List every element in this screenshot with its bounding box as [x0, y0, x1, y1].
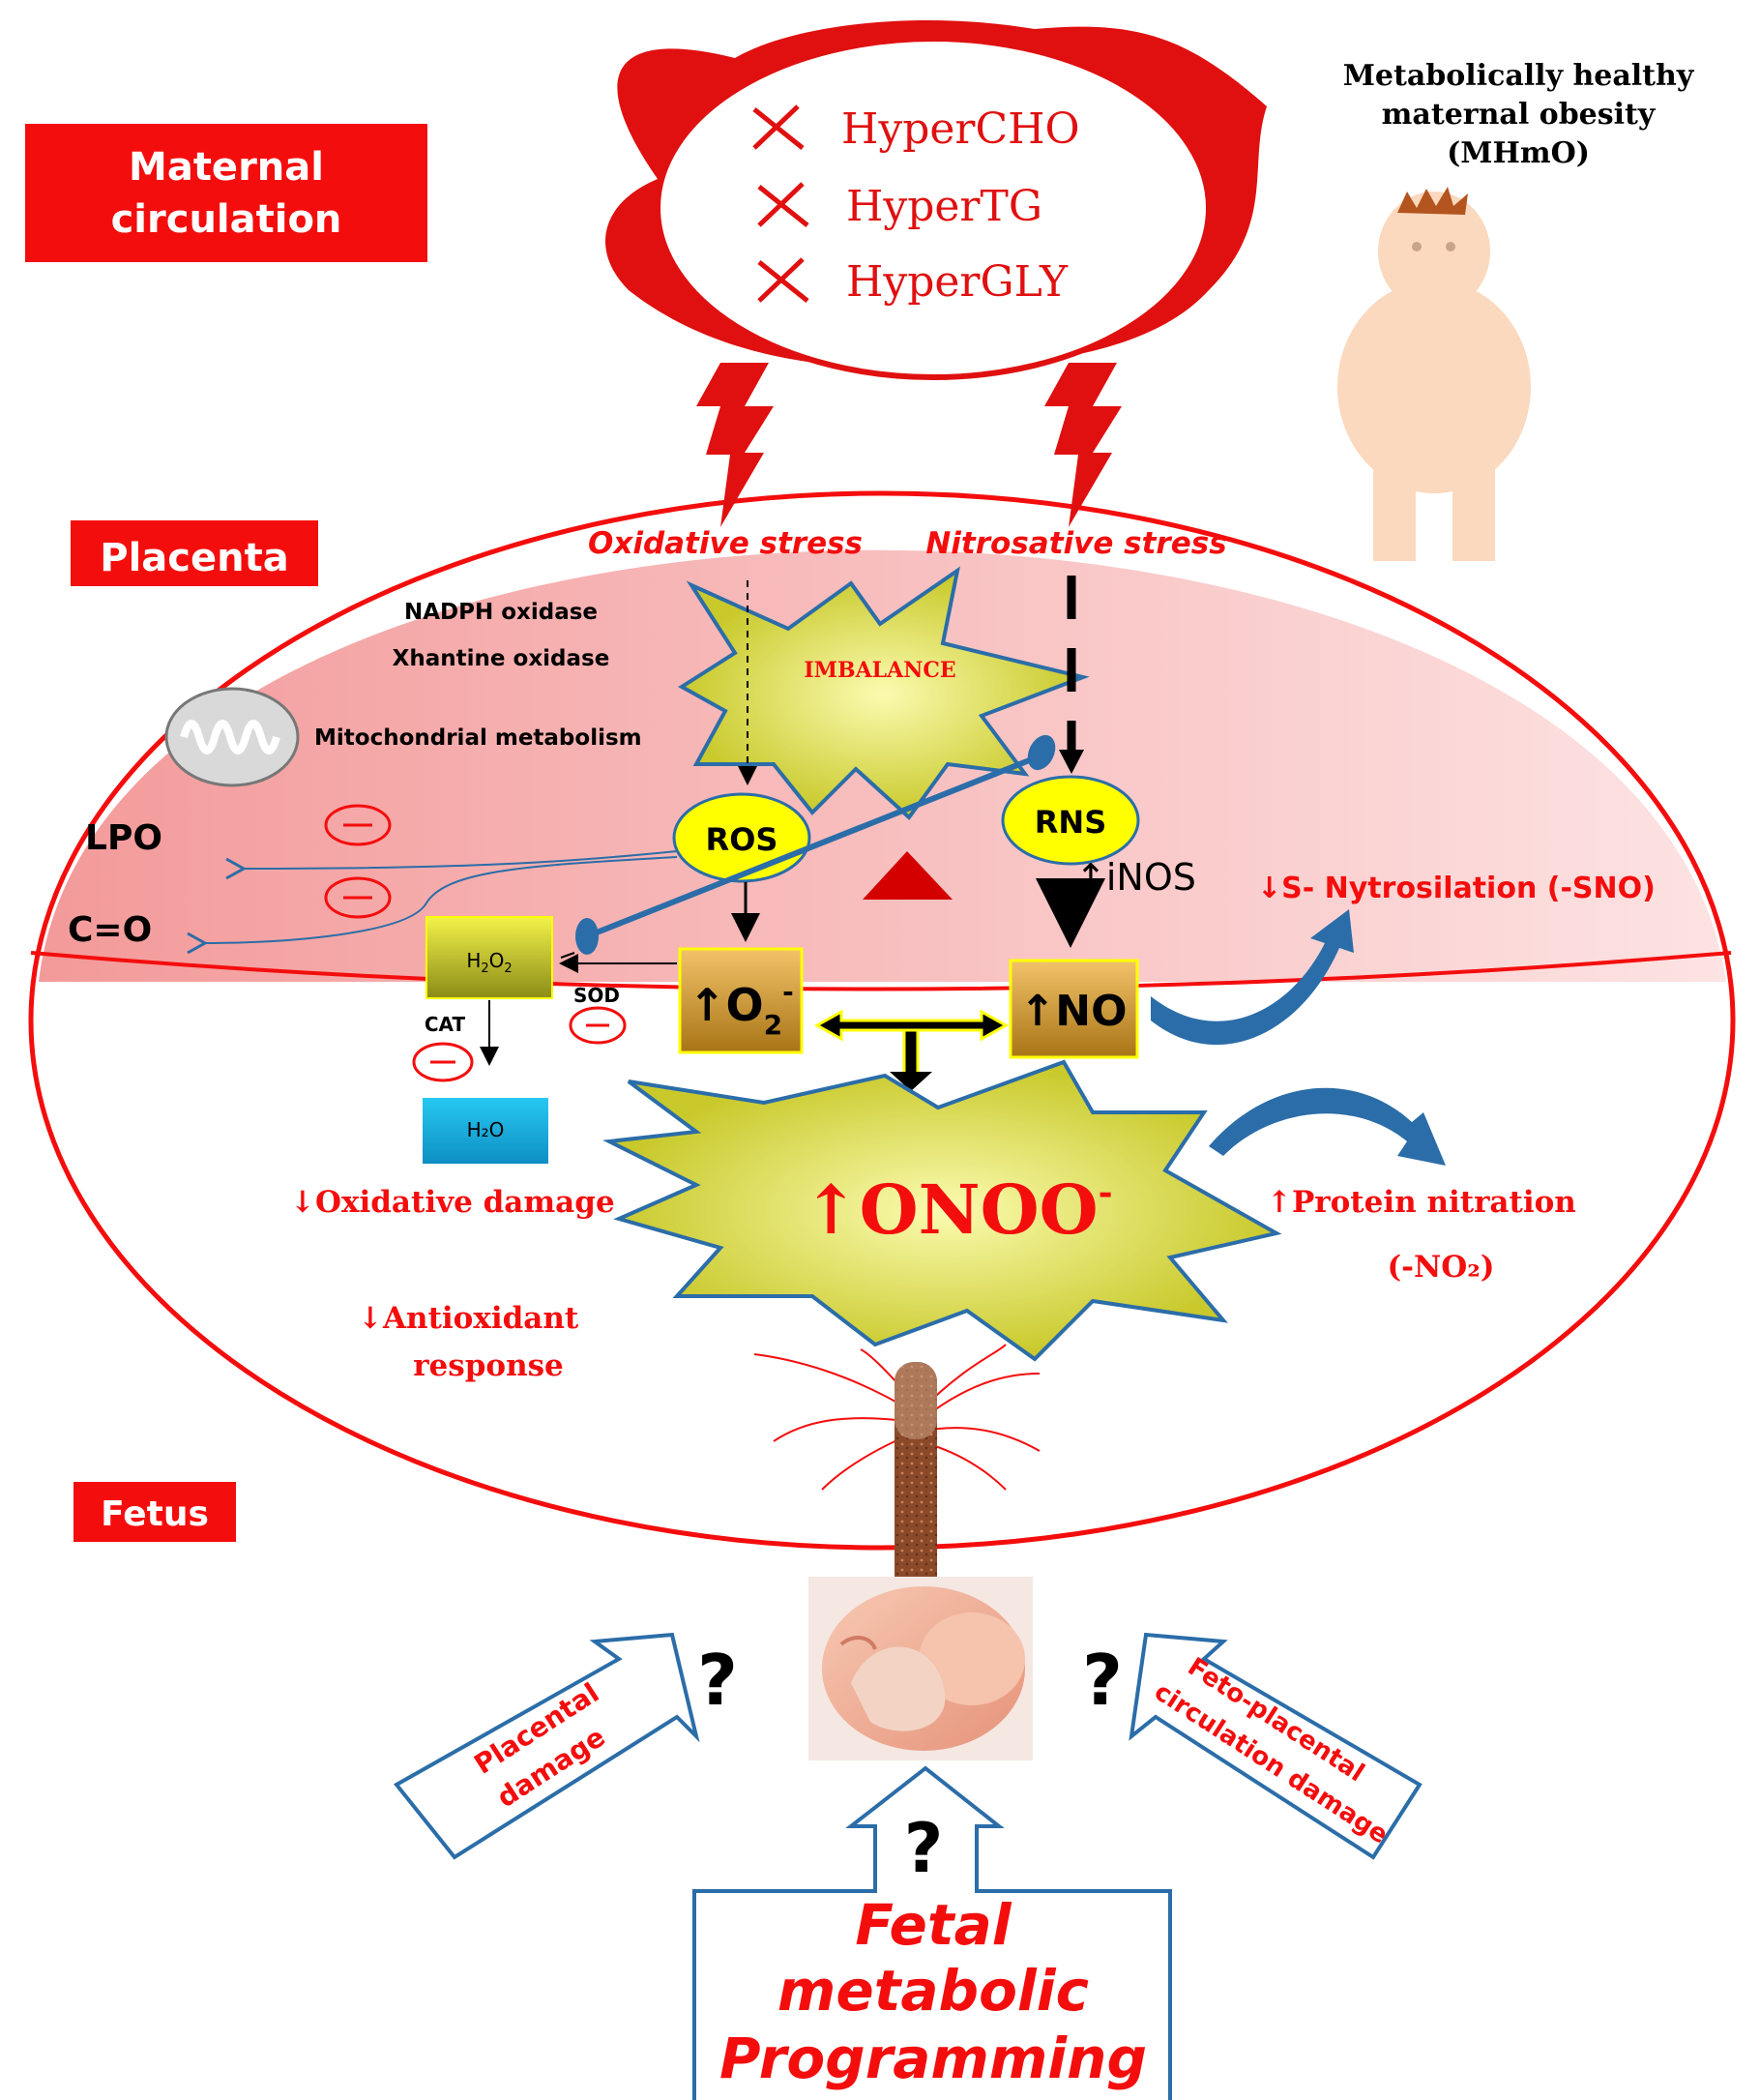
sod-inhibition-line — [585, 753, 1043, 939]
imbalance-star: IMBALANCE — [678, 566, 1090, 820]
svg-text:Fetus: Fetus — [101, 1494, 209, 1534]
cross-icon — [757, 182, 809, 227]
svg-text:H2O2: H2O2 — [466, 949, 512, 976]
minus-circle-icon — [324, 804, 392, 846]
peroxynitrite-star: ↑ONOO- — [602, 1059, 1282, 1362]
svg-text:↑ONOO-: ↑ONOO- — [803, 1169, 1113, 1250]
protein-nitration-sublabel: (-NO₂) — [1387, 1250, 1494, 1285]
ros-to-lpo-arrow — [242, 850, 678, 869]
fetal-programming-line3: Programming — [719, 2026, 1147, 2091]
svg-text:↑NO: ↑NO — [1019, 987, 1127, 1036]
maternal-circulation-label: Maternal circulation — [25, 124, 427, 262]
antioxidant-response-line1: ↓Antioxidant — [358, 1301, 579, 1336]
onoo-to-protein-nitration-arrow — [1209, 1087, 1446, 1166]
condition-label: HyperCHO — [841, 104, 1080, 154]
h2o2-box: H2O2 — [425, 916, 553, 999]
condition-label: HyperTG — [846, 182, 1042, 231]
mhmo-label-line3: (MHmO) — [1447, 136, 1590, 170]
fetal-programming-line1: Fetal — [855, 1892, 1012, 1958]
lightning-bolt-left-icon — [696, 363, 774, 527]
placenta-membrane-line — [30, 951, 1732, 991]
superoxide-box: ↑O2- — [678, 947, 804, 1054]
maternal-circulation-line1: Maternal — [129, 145, 324, 190]
ros-node: ROS — [672, 792, 811, 883]
source-nadph-oxidase: NADPH oxidase — [404, 600, 598, 625]
fetoplacental-damage-arrow: Feto-placental circulation damage — [1129, 1632, 1423, 1860]
lpo-label: LPO — [85, 818, 162, 858]
mitochondrion-icon — [164, 687, 300, 787]
svg-text:↑O2-: ↑O2- — [689, 976, 794, 1041]
mhmo-label-line2: maternal obesity — [1382, 98, 1657, 132]
placenta-outline — [28, 490, 1736, 1551]
hair-icon — [1397, 187, 1468, 215]
condition-hypergly: HyperGLY — [757, 257, 1069, 307]
minus-circle-icon — [412, 1042, 474, 1082]
source-mitochondrial-metabolism: Mitochondrial metabolism — [314, 725, 642, 751]
question-mark-right: ? — [1082, 1640, 1123, 1721]
cross-icon — [757, 257, 809, 303]
oxidative-damage-label: ↓Oxidative damage — [290, 1185, 615, 1220]
placenta-label: Placenta — [71, 520, 318, 586]
mhmo-label-line1: Metabolically healthy — [1343, 59, 1695, 93]
fetus-label: Fetus — [73, 1482, 236, 1542]
svg-text:H₂O: H₂O — [467, 1118, 505, 1141]
fetal-programming-line2: metabolic — [777, 1958, 1089, 2024]
lightning-bolt-right-icon — [1044, 363, 1122, 527]
fetus-image — [808, 1577, 1033, 1760]
red-triangle-icon — [863, 851, 953, 900]
svg-text:Placenta: Placenta — [100, 536, 288, 580]
condition-hypercho: HyperCHO — [752, 104, 1080, 154]
inhibitor-end-bottom — [575, 918, 599, 955]
s-nitrosylation-label: ↓S- Nytrosilation (-SNO) — [1257, 872, 1656, 905]
maternal-blood-cell: HyperCHO HyperTG HyperGLY — [605, 20, 1267, 380]
svg-text:IMBALANCE: IMBALANCE — [804, 658, 955, 683]
minus-circle-icon — [324, 876, 392, 919]
nitrosative-stress-label: Nitrosative stress — [925, 526, 1226, 561]
mhmo-person-figure: Metabolically healthy maternal obesity (… — [1337, 59, 1695, 561]
sod-label: SOD — [573, 984, 620, 1007]
cat-label: CAT — [425, 1013, 466, 1036]
source-xanthine-oxidase: Xhantine oxidase — [393, 646, 610, 671]
question-mark-left: ? — [697, 1640, 738, 1721]
carbonyl-label: C=O — [68, 910, 152, 950]
maternal-circulation-line2: circulation — [111, 197, 342, 242]
question-mark-center: ? — [904, 1809, 944, 1888]
cross-icon — [752, 104, 805, 150]
ros-to-carbonyl-arrow — [203, 856, 678, 943]
condition-label: HyperGLY — [846, 257, 1069, 307]
nitric-oxide-box: ↑NO — [1009, 959, 1139, 1059]
oxidative-stress-label: Oxidative stress — [588, 526, 863, 561]
fetal-programming-box: ? Fetal metabolic Programming — [692, 1765, 1172, 2100]
maternal-condition-list: HyperCHO HyperTG HyperGLY — [752, 104, 1080, 307]
inhibitor-end-top — [1027, 734, 1056, 771]
no-to-s-nitrosylation-arrow — [1151, 909, 1354, 1046]
protein-nitration-label: ↑Protein nitration — [1267, 1185, 1576, 1220]
svg-text:ROS: ROS — [706, 821, 778, 858]
minus-circle-icon — [569, 1006, 627, 1045]
superoxide-no-reaction-arrow — [813, 1009, 1010, 1091]
h2o-box: H₂O — [423, 1098, 548, 1164]
condition-hypertg: HyperTG — [757, 182, 1042, 231]
rns-node: RNS — [1001, 775, 1140, 866]
antioxidant-response-line2: response — [413, 1348, 564, 1383]
svg-text:RNS: RNS — [1035, 804, 1106, 841]
placental-damage-arrow: Placental damage — [393, 1632, 700, 1860]
inos-label: ↑iNOS — [1075, 856, 1196, 899]
